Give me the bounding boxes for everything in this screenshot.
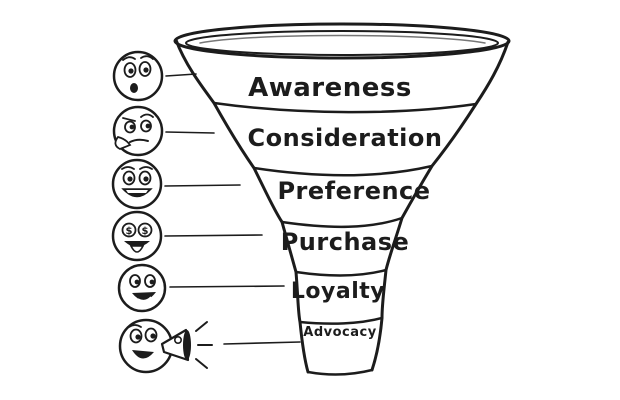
funnel-stage-labels: Awareness Consideration Preference Purch…	[248, 73, 443, 340]
megaphone-icon	[160, 321, 213, 369]
grinning-face-icon	[111, 158, 163, 210]
connector-line-consideration	[165, 131, 215, 134]
connector-line-loyalty	[169, 285, 285, 288]
connector-line-preference	[164, 184, 241, 187]
funnel-band-dividers	[212, 101, 478, 325]
connector-line-awareness	[165, 73, 197, 77]
stage-label-advocacy: Advocacy	[303, 325, 376, 340]
connector-line-advocacy	[223, 341, 301, 345]
thinking-face-icon	[112, 105, 164, 157]
stage-label-consideration: Consideration	[248, 124, 443, 152]
svg-text:$: $	[142, 226, 149, 237]
money-eyes-face-icon: $ $	[111, 210, 163, 262]
connector-line-purchase	[164, 234, 263, 237]
happy-face-icon	[117, 263, 167, 313]
stage-label-loyalty: Loyalty	[291, 279, 385, 304]
funnel-rim	[173, 22, 511, 60]
stage-label-awareness: Awareness	[248, 73, 412, 103]
stage-label-purchase: Purchase	[281, 228, 410, 256]
stage-label-preference: Preference	[277, 177, 430, 205]
surprised-face-icon	[112, 50, 164, 102]
svg-text:$: $	[126, 226, 133, 237]
connector-lines	[164, 73, 301, 345]
